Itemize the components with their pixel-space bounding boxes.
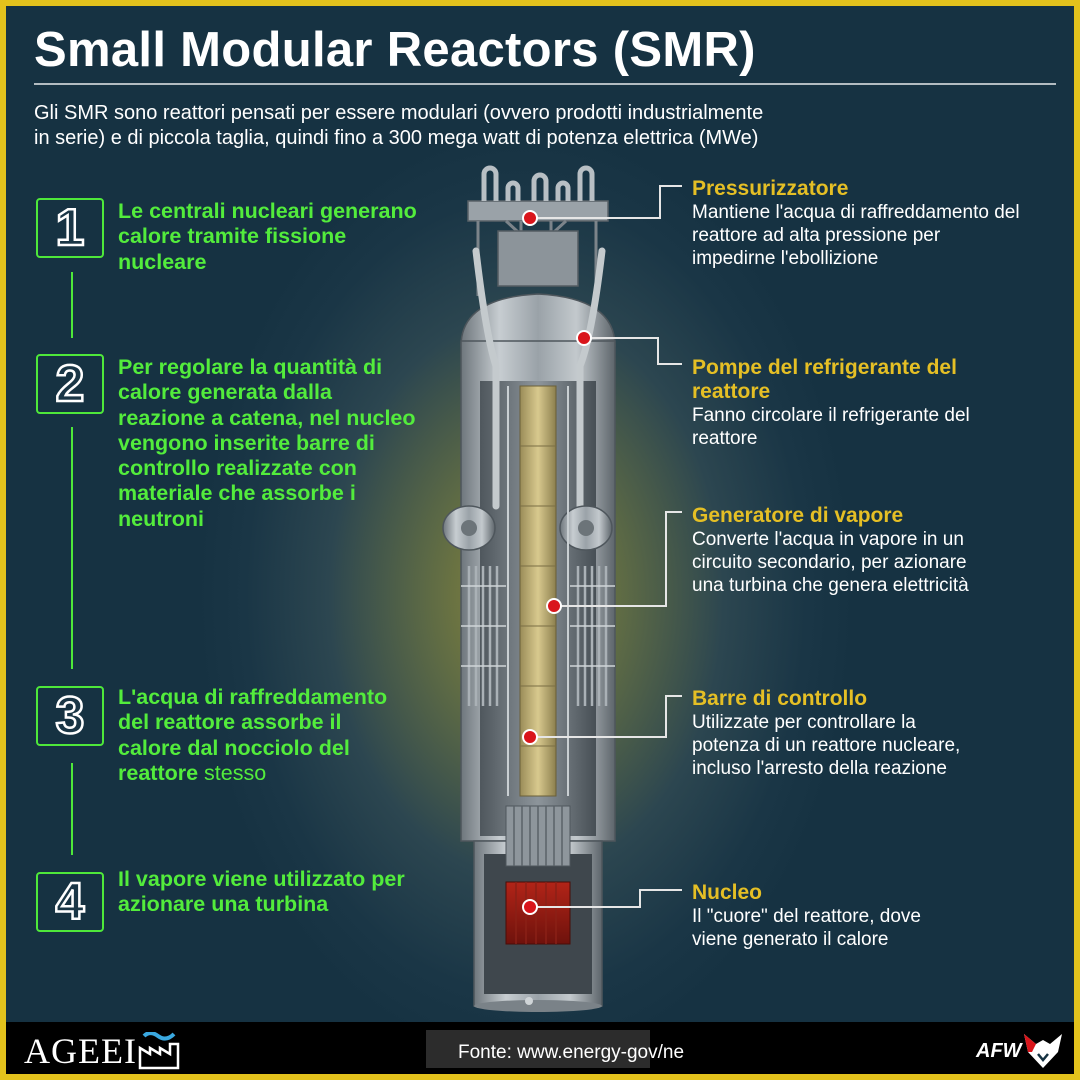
step-connector-1 <box>71 272 73 338</box>
leader-barre <box>530 695 682 738</box>
leader-pressurizzatore <box>530 185 682 219</box>
intro-line-2: in serie) e di piccola taglia, quindi fi… <box>34 127 759 149</box>
step-3-text: L'acqua di raffreddamento del reattore a… <box>118 685 388 785</box>
leader-nucleo <box>530 889 682 908</box>
marker-barre <box>522 729 538 745</box>
marker-pompe <box>576 330 592 346</box>
intro-text: Gli SMR sono reattori pensati per essere… <box>34 101 1034 151</box>
factory-icon <box>138 1032 180 1070</box>
step-1-badge: 1 <box>36 198 104 258</box>
callout-nucleo: Nucleo Il "cuore" del reattore, dove vie… <box>692 881 921 950</box>
leader-pompe <box>584 337 682 365</box>
ageei-logo: AGEEI <box>24 1031 137 1071</box>
callout-pressurizzatore: Pressurizzatore Mantiene l'acqua di raff… <box>692 177 1020 269</box>
callout-generatore: Generatore di vapore Converte l'acqua in… <box>692 504 969 596</box>
step-connector-3 <box>71 763 73 855</box>
leader-generatore <box>554 511 682 607</box>
title-divider <box>34 83 1056 85</box>
step-1-text: Le centrali nucleari generano calore tra… <box>118 199 417 274</box>
callout-leaders <box>530 185 682 908</box>
reactor-illustration <box>442 165 682 1012</box>
callout-markers <box>522 210 592 915</box>
callout-barre: Barre di controllo Utilizzate per contro… <box>692 687 961 779</box>
infographic: Small Modular Reactors (SMR) Gli SMR son… <box>6 6 1074 1074</box>
step-connector-2 <box>71 427 73 669</box>
marker-nucleo <box>522 899 538 915</box>
step-2-badge: 2 <box>36 354 104 414</box>
reactor-vessel <box>442 165 616 1012</box>
step-4-badge: 4 <box>36 872 104 932</box>
afw-logo: AFW <box>976 1040 1022 1062</box>
step-3-number: 3 <box>54 687 85 745</box>
page-title: Small Modular Reactors (SMR) <box>34 23 756 77</box>
callout-pompe: Pompe del refrigerante del reattore Fann… <box>692 356 970 449</box>
marker-generatore <box>546 598 562 614</box>
step-1-number: 1 <box>54 199 85 257</box>
intro-line-1: Gli SMR sono reattori pensati per essere… <box>34 102 764 124</box>
step-2-number: 2 <box>54 355 85 413</box>
step-4-text: Il vapore viene utilizzato per azionare … <box>118 867 405 917</box>
source-box <box>426 1030 650 1068</box>
marker-pressurizzatore <box>522 210 538 226</box>
step-2-text: Per regolare la quantità di calore gener… <box>118 355 416 531</box>
step-3-badge: 3 <box>36 686 104 746</box>
wolf-icon <box>1024 1034 1062 1068</box>
step-4-number: 4 <box>54 873 85 931</box>
source-text: Fonte: www.energy-gov/ne <box>458 1042 685 1063</box>
